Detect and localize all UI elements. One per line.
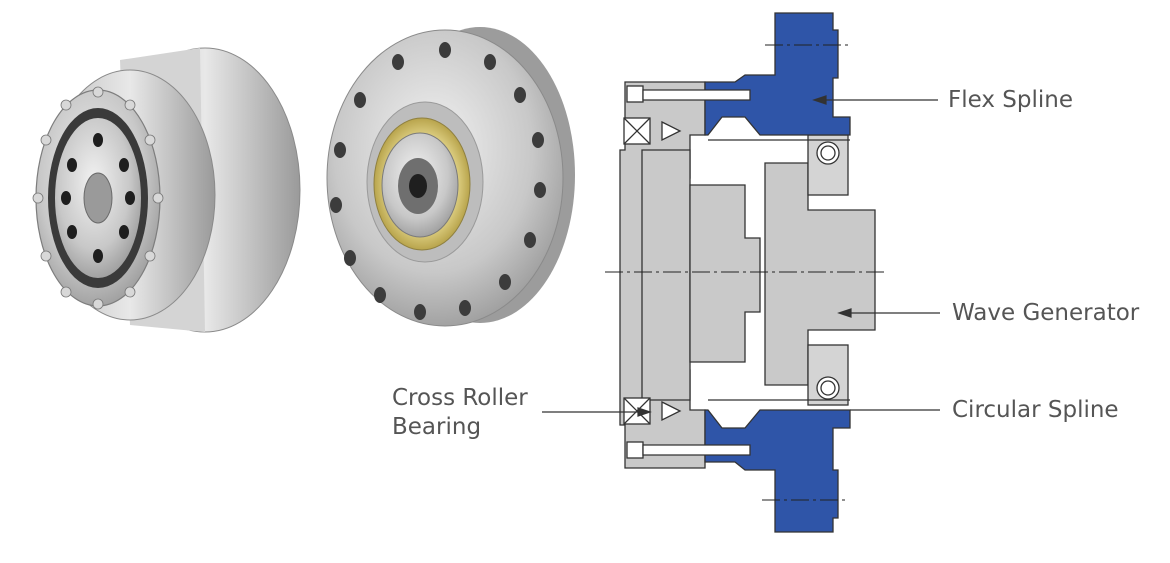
- flex-spline-label: Flex Spline: [948, 87, 1073, 113]
- reducer-rear-view: [326, 27, 575, 327]
- cross-roller-bearing-label: Cross Roller Bearing: [392, 385, 528, 440]
- center-lines: [605, 44, 885, 501]
- reducer-front-view: [32, 47, 301, 333]
- wave-generator-label: Wave Generator: [952, 300, 1140, 326]
- circular-spline-label: Circular Spline: [952, 397, 1119, 423]
- leader-lines: [542, 95, 940, 417]
- cross-section-drawing: [619, 12, 876, 533]
